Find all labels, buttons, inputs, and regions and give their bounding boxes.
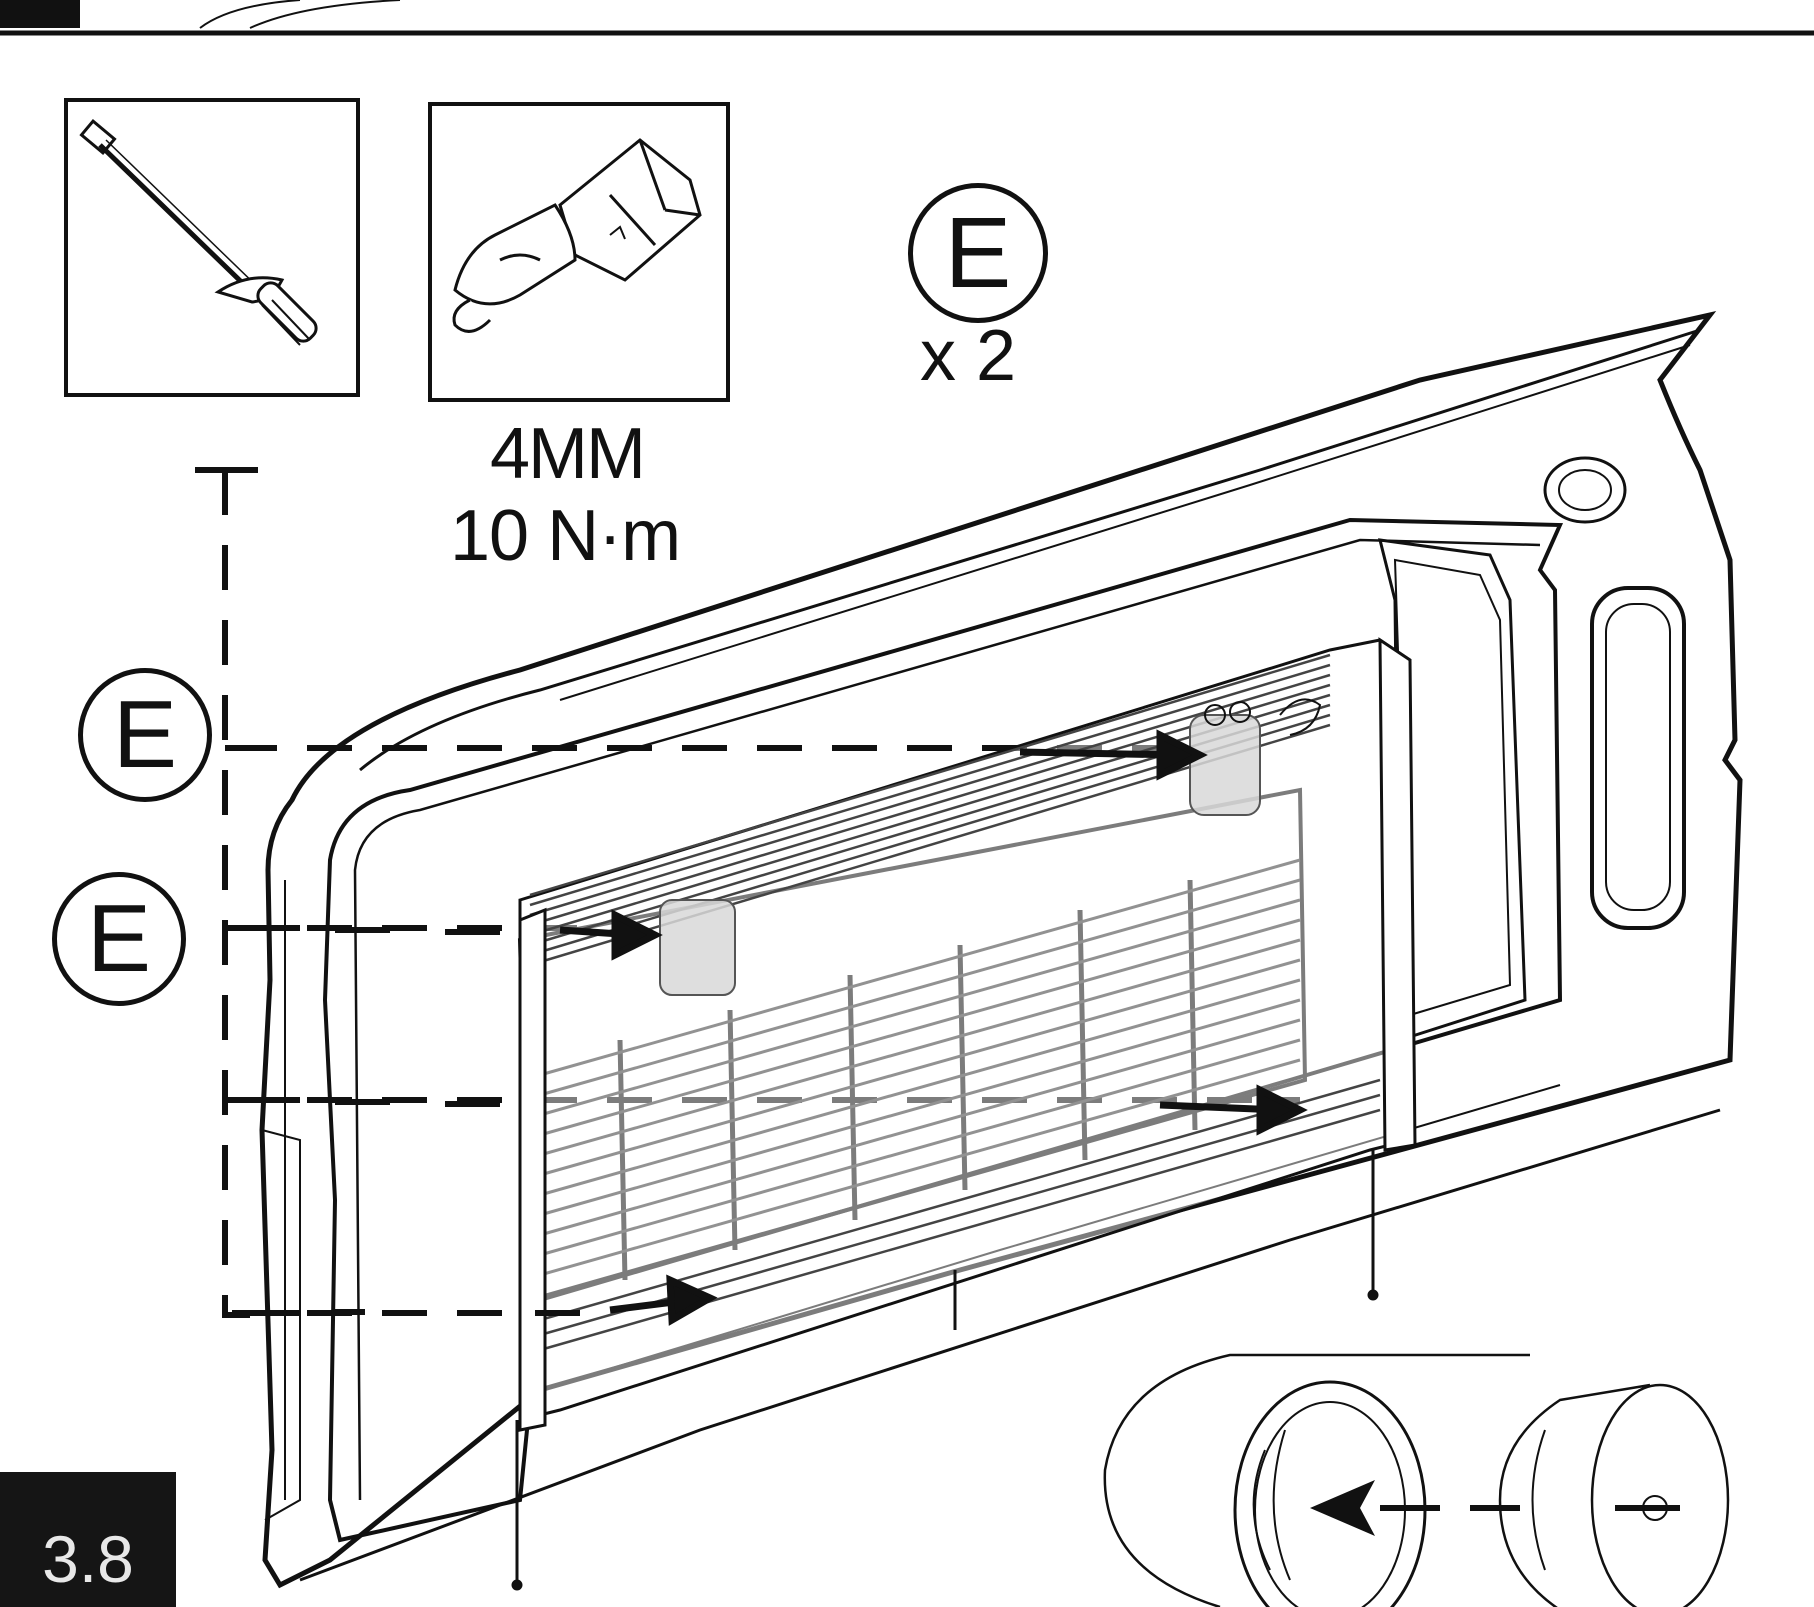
torque-wrench-icon: [79, 118, 318, 346]
fastener-hardware-top: [1204, 698, 1322, 736]
callout-letter-1: E: [112, 681, 178, 788]
torx-bit-icon: [452, 138, 702, 333]
grommet-detail-icon: [1103, 1353, 1730, 1607]
callout-circle-2: E: [52, 872, 186, 1006]
step-number-badge: 3.8: [0, 1472, 176, 1607]
torx-bit-box: [428, 102, 730, 402]
bit-size-label: 4MM: [490, 414, 646, 494]
torque-label: 10 N·m: [450, 496, 681, 576]
louver-panel: [517, 787, 1308, 1303]
callout-letter-2: E: [86, 885, 152, 992]
hardware-letter: E: [944, 196, 1012, 309]
top-border: [0, 0, 1814, 36]
insertion-arrows: [559, 729, 1308, 1326]
fastener-blocks: [659, 714, 1261, 996]
bolt-marks: [258, 925, 580, 1316]
step-number: 3.8: [42, 1522, 134, 1596]
callout-circle-1: E: [78, 668, 212, 802]
hardware-quantity: x 2: [920, 316, 1017, 396]
tailgate-panel: [259, 311, 1743, 1589]
hardware-callout-circle: E: [908, 183, 1048, 323]
torque-wrench-box: [64, 98, 360, 397]
leader-caps: [195, 467, 258, 1103]
